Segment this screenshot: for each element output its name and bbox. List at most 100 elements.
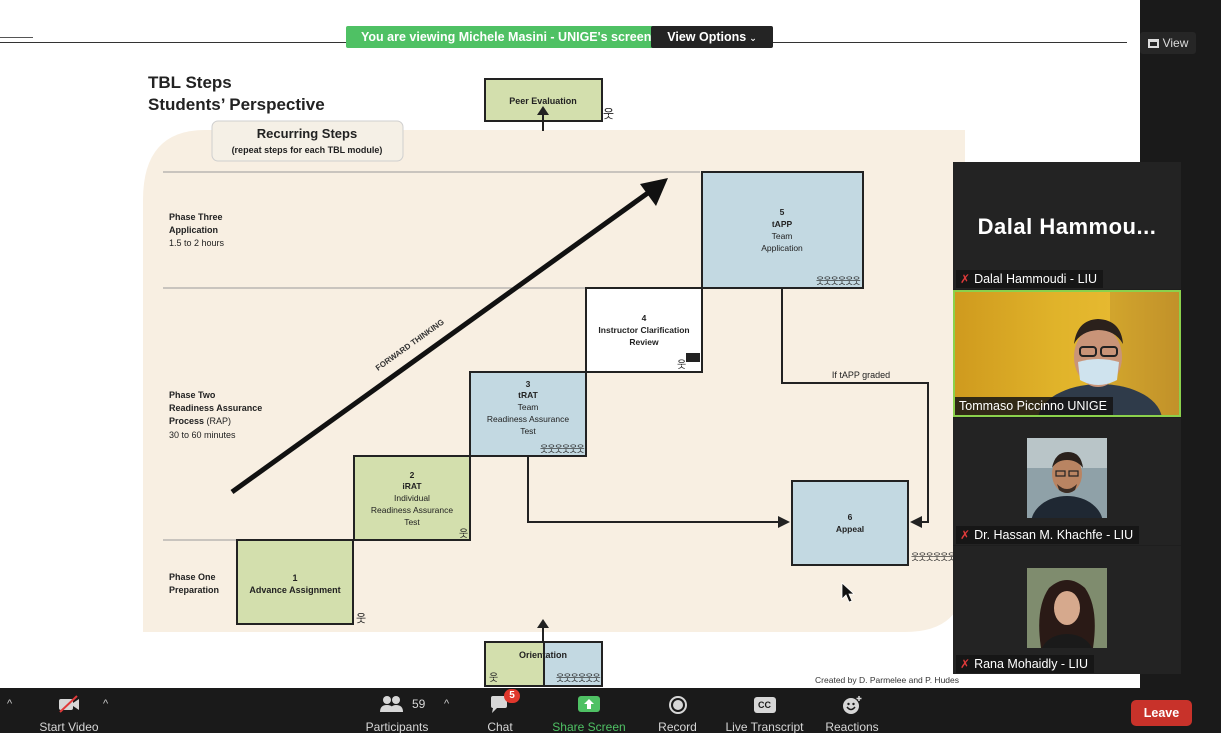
closed-captions-icon: CC bbox=[753, 697, 776, 713]
trat-to-appeal-connector bbox=[527, 456, 782, 523]
reactions-label: Reactions bbox=[825, 720, 879, 733]
participant-gallery: Dalal Hammou... ✗Dalal Hammoudi - LIU To… bbox=[953, 162, 1181, 674]
orientation-arrowhead bbox=[537, 619, 549, 628]
share-screen-icon bbox=[578, 696, 600, 712]
participants-options-caret-icon[interactable]: ^ bbox=[444, 698, 450, 710]
participant-photo bbox=[1027, 568, 1107, 648]
participant-name: Dalal Hammoudi - LIU bbox=[974, 272, 1098, 286]
step-5-line1: tAPP bbox=[772, 219, 793, 229]
video-off-icon bbox=[59, 695, 79, 713]
participant-tile-dalal[interactable]: Dalal Hammou... ✗Dalal Hammoudi - LIU bbox=[953, 162, 1181, 289]
step-6-team-glyph: 웃웃웃웃웃웃 bbox=[911, 552, 955, 562]
step-4-board bbox=[686, 353, 700, 362]
step-2-line4: Test bbox=[404, 517, 420, 527]
phase-three-time: 1.5 to 2 hours bbox=[169, 238, 225, 248]
viewing-screen-banner: You are viewing Michele Masini - UNIGE's… bbox=[346, 26, 667, 48]
step-2-line2: Individual bbox=[394, 493, 430, 503]
chat-badge: 5 bbox=[504, 689, 520, 703]
live-transcript-button[interactable]: CC Live Transcript bbox=[722, 688, 807, 733]
step-2-line1: iRAT bbox=[402, 481, 422, 491]
person-glyph: 웃 bbox=[603, 107, 614, 121]
step-1-box bbox=[236, 539, 354, 625]
chat-button[interactable]: 5 Chat bbox=[475, 688, 525, 733]
participant-photo bbox=[1027, 438, 1107, 518]
chat-icon bbox=[491, 696, 507, 713]
phase-two-sub2: Process bbox=[169, 416, 204, 426]
chat-label: Chat bbox=[487, 720, 513, 733]
person-video-illustration bbox=[1038, 292, 1179, 415]
phase-two-time: 30 to 60 minutes bbox=[169, 430, 236, 440]
step-2-line3: Readiness Assurance bbox=[371, 505, 453, 515]
view-options-label: View Options bbox=[667, 30, 747, 44]
if-tapp-graded-label: If tAPP graded bbox=[832, 370, 890, 380]
mic-muted-icon: ✗ bbox=[960, 657, 971, 671]
slide-title-line1: TBL Steps bbox=[148, 73, 232, 92]
phase-one-name: Phase One bbox=[169, 572, 216, 582]
step-2-num: 2 bbox=[410, 470, 415, 480]
mouse-cursor bbox=[841, 582, 856, 603]
participants-button[interactable]: 59 Participants bbox=[356, 688, 438, 733]
recurring-steps-sub: (repeat steps for each TBL module) bbox=[232, 145, 383, 155]
reactions-button[interactable]: Reactions bbox=[822, 688, 882, 733]
start-video-button[interactable]: Start Video bbox=[28, 688, 110, 733]
step-2-box bbox=[353, 455, 471, 541]
step-6-box bbox=[791, 480, 909, 566]
slide-credit: Created by D. Parmelee and P. Hudes bbox=[815, 675, 959, 685]
reactions-icon bbox=[843, 696, 862, 714]
orientation-person: 웃 bbox=[489, 672, 498, 684]
step-3-line1: tRAT bbox=[518, 390, 538, 400]
participant-name-tag: ✗Dr. Hassan M. Khachfe - LIU bbox=[956, 526, 1140, 544]
participant-tile-tommaso[interactable]: Tommaso Piccinno UNIGE bbox=[953, 290, 1181, 417]
screen-scribble bbox=[0, 37, 33, 41]
phase-two-sub2-line: Process (RAP) bbox=[169, 416, 231, 426]
orientation-team-glyph: 웃웃웃웃웃웃 bbox=[556, 673, 600, 683]
participant-big-name: Dalal Hammou... bbox=[977, 214, 1157, 239]
participants-count: 59 bbox=[412, 697, 426, 711]
tapp-to-appeal-arrowhead bbox=[910, 516, 922, 528]
step-3-line2: Team bbox=[518, 402, 539, 412]
view-button[interactable]: View bbox=[1140, 32, 1196, 54]
video-options-caret-icon[interactable]: ^ bbox=[103, 698, 109, 710]
participant-tile-hassan[interactable]: ✗Dr. Hassan M. Khachfe - LIU bbox=[953, 418, 1181, 545]
start-video-label: Start Video bbox=[39, 720, 99, 733]
recurring-steps-callout bbox=[211, 120, 404, 162]
phase-three-name: Phase Three bbox=[169, 212, 223, 222]
share-screen-label: Share Screen bbox=[552, 720, 626, 733]
peer-evaluation-arrowhead bbox=[537, 106, 549, 115]
orientation-label: Orientation bbox=[519, 650, 567, 660]
forward-thinking-arrowhead bbox=[640, 178, 668, 206]
record-button[interactable]: Record bbox=[650, 688, 705, 733]
step-6-num: 6 bbox=[848, 512, 853, 522]
phase-two-sub2-suffix: (RAP) bbox=[204, 416, 231, 426]
step-5-num: 5 bbox=[780, 207, 785, 217]
step-3-team-glyph: 웃웃웃웃웃웃 bbox=[540, 444, 584, 454]
recurring-steps-title: Recurring Steps bbox=[257, 126, 357, 141]
step-3-num: 3 bbox=[526, 379, 531, 389]
participant-tile-rana[interactable]: ✗Rana Mohaidly - LIU bbox=[953, 546, 1181, 674]
slide-title: TBL Steps Students’ Perspective bbox=[148, 72, 325, 116]
participant-name-tag: Tommaso Piccinno UNIGE bbox=[955, 397, 1113, 415]
step-4-person: 웃 bbox=[677, 359, 686, 371]
phase-two-sub1: Readiness Assurance bbox=[169, 403, 262, 413]
step-6-line1: Appeal bbox=[836, 524, 864, 534]
phase-two-name: Phase Two bbox=[169, 390, 216, 400]
peer-evaluation-label: Peer Evaluation bbox=[509, 96, 577, 106]
participant-name: Tommaso Piccinno UNIGE bbox=[959, 399, 1107, 413]
step-5-line2: Team bbox=[772, 231, 793, 241]
step-5-team-glyph: 웃웃웃웃웃웃 bbox=[816, 276, 860, 286]
mic-muted-icon: ✗ bbox=[960, 272, 971, 286]
phase-one-sub: Preparation bbox=[169, 585, 219, 595]
leave-button[interactable]: Leave bbox=[1131, 700, 1192, 726]
view-button-label: View bbox=[1162, 36, 1189, 50]
participant-name-tag: ✗Rana Mohaidly - LIU bbox=[956, 655, 1095, 673]
step-1-label: Advance Assignment bbox=[249, 585, 340, 595]
step-3-line3: Readiness Assurance bbox=[487, 414, 569, 424]
participant-video bbox=[955, 292, 1179, 415]
share-screen-button[interactable]: Share Screen bbox=[548, 688, 630, 733]
record-icon bbox=[668, 696, 687, 714]
grid-view-icon bbox=[1147, 39, 1159, 48]
audio-options-caret-icon[interactable]: ^ bbox=[7, 698, 13, 710]
step-4-box bbox=[585, 287, 703, 373]
view-options-button[interactable]: View Options⌄ bbox=[651, 26, 773, 48]
step-2-person: 웃 bbox=[459, 528, 468, 540]
